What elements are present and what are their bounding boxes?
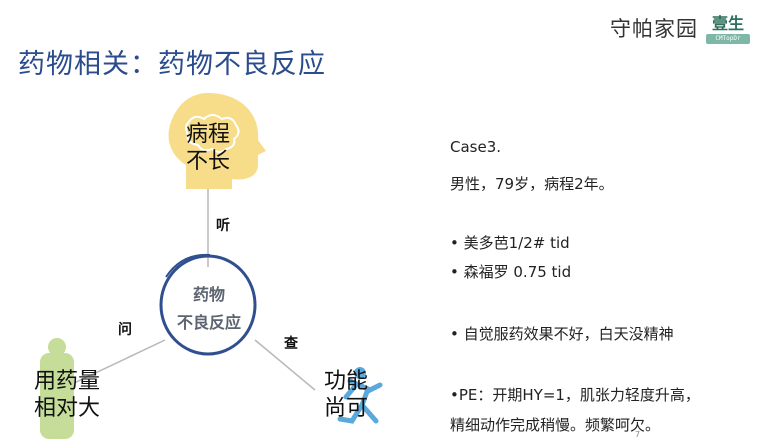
center-circle (159, 253, 257, 356)
logo-sub: CMTopDr (706, 34, 750, 44)
case-pe-2: 精细动作完成稍慢。频繁呵欠。 (450, 416, 661, 434)
node-left-line-2: 相对大 (33, 396, 100, 421)
case-med-2: • 森福罗 0.75 tid (450, 263, 572, 281)
edge-label-check: 查 (284, 336, 298, 352)
person-icon (40, 338, 74, 439)
case-med-1: • 美多芭1/2# tid (450, 234, 570, 252)
edge-line-right (254, 339, 316, 391)
brand-area: 守帕家园 壹生 CMTopDr (610, 10, 750, 46)
logo: 壹生 CMTopDr (706, 10, 750, 46)
logo-mark: 壹生 (711, 14, 744, 33)
diagram: 病程 不长 听 药物 不良反应 问 查 用药量 相对大 功能 尚可 (0, 85, 420, 446)
node-top-line-2: 不长 (185, 149, 230, 174)
edge-label-listen: 听 (216, 218, 230, 234)
center-line-1: 药物 (192, 285, 225, 304)
brand-name: 守帕家园 (610, 17, 698, 41)
runner-icon (337, 367, 383, 424)
center-label: 药物 不良反应 (161, 281, 257, 337)
case-pe-1: •PE：开期HY=1，肌张力轻度升高， (450, 386, 700, 404)
case-title: Case3. (450, 138, 502, 156)
case-summary: 男性，79岁，病程2年。 (450, 175, 614, 193)
center-line-2: 不良反应 (176, 313, 241, 332)
node-right-label: 功能 尚可 (318, 368, 374, 422)
node-left-label: 用药量 相对大 (22, 368, 112, 422)
edge-label-ask: 问 (118, 322, 132, 338)
node-top-line-1: 病程 (185, 122, 230, 147)
head-icon (168, 93, 266, 189)
node-right-line-2: 尚可 (323, 396, 368, 421)
node-left-line-1: 用药量 (33, 369, 100, 394)
node-top-label: 病程 不长 (177, 121, 239, 175)
diagram-graphics (40, 93, 383, 439)
case-complaint: • 自觉服药效果不好，白天没精神 (450, 325, 674, 343)
page-number: 7 (635, 430, 641, 439)
edge-line-left (69, 339, 166, 386)
slide-title: 药物相关：药物不良反应 (18, 49, 326, 80)
node-right-line-1: 功能 (323, 369, 368, 394)
